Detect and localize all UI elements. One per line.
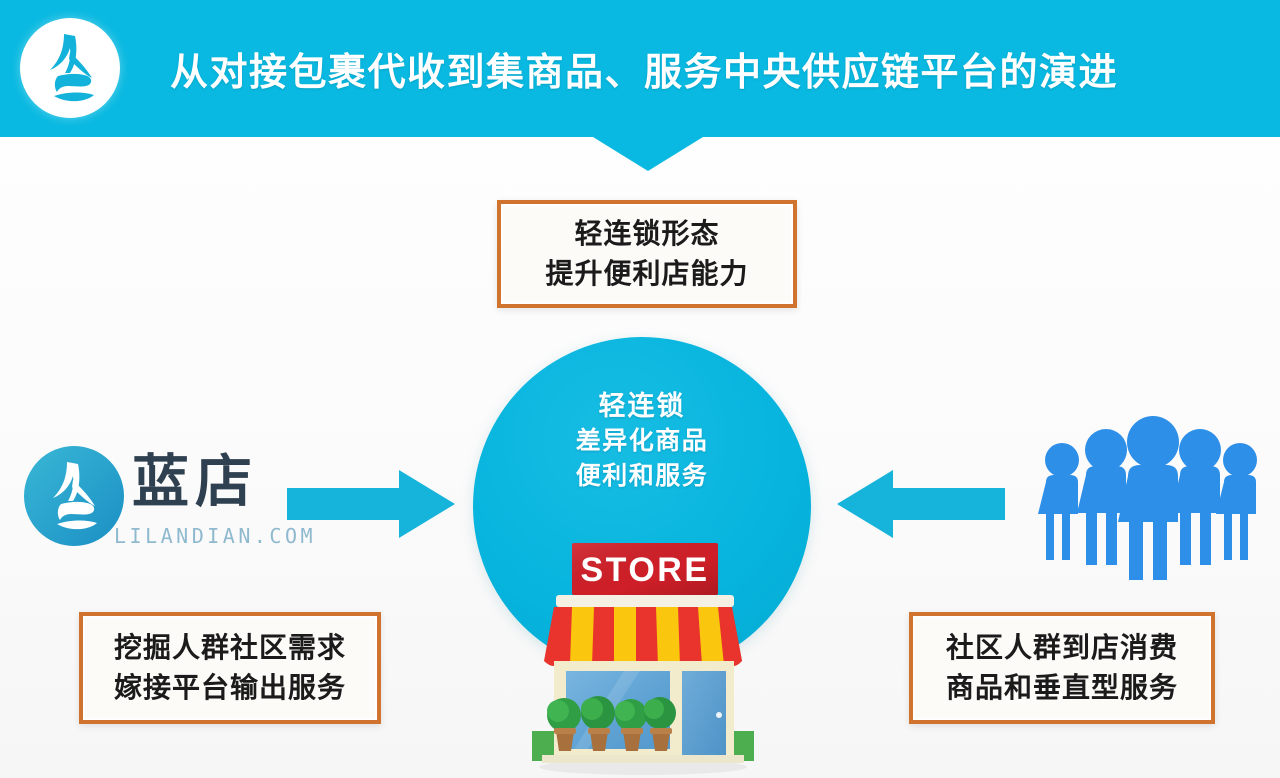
callout-bottom-right: 社区人群到店消费 商品和垂直型服务: [909, 612, 1215, 724]
person-icon: [1216, 443, 1257, 560]
potted-plant: [644, 697, 676, 751]
hub-line3: 便利和服务: [575, 461, 709, 490]
landian-leaf-logo-icon: [50, 34, 94, 102]
store-sign-text: STORE: [580, 551, 709, 589]
hub-text-block: 轻连锁 差异化商品 便利和服务: [473, 389, 811, 493]
potted-plant: [615, 699, 647, 751]
potted-plant: [547, 698, 581, 751]
callout-top: 轻连锁形态 提升便利店能力: [497, 200, 797, 308]
arrow-right-icon: [287, 470, 455, 538]
store-awning: [544, 607, 742, 670]
brand-name: 蓝店: [132, 450, 258, 514]
brand-url: LILANDIAN.COM: [114, 524, 317, 548]
people-group-icon: [1038, 416, 1257, 580]
person-icon: [1077, 429, 1127, 565]
convenience-store-icon: STORE: [532, 543, 754, 775]
callout-top-line1: 轻连锁形态: [574, 218, 720, 250]
person-icon: [1118, 416, 1179, 580]
hub-line2: 差异化商品: [575, 427, 709, 456]
banner-pointer-triangle: [593, 137, 703, 171]
callout-bottom-left: 挖掘人群社区需求 嫁接平台输出服务: [79, 612, 381, 724]
header-logo: [20, 18, 120, 118]
door-handle: [716, 712, 722, 718]
callout-top-line2: 提升便利店能力: [545, 258, 749, 289]
callout-bottom-right-line2: 商品和垂直型服务: [945, 672, 1178, 703]
page-title: 从对接包裹代收到集商品、服务中央供应链平台的演进: [170, 52, 1119, 94]
callout-bottom-right-line1: 社区人群到店消费: [945, 632, 1178, 664]
potted-plant: [581, 696, 615, 751]
brand-lockup: 蓝店 LILANDIAN.COM: [12, 438, 313, 558]
landian-leaf-logo-icon: [24, 446, 124, 546]
callout-bottom-left-line1: 挖掘人群社区需求: [113, 632, 346, 664]
center-hub-circle: 轻连锁 差异化商品 便利和服务: [473, 337, 811, 675]
arrow-left-icon: [837, 470, 1005, 538]
callout-bottom-left-line2: 嫁接平台输出服务: [113, 672, 346, 703]
hub-line1: 轻连锁: [598, 391, 686, 421]
header-banner: 从对接包裹代收到集商品、服务中央供应链平台的演进: [0, 0, 1280, 137]
person-icon: [1171, 429, 1221, 565]
person-icon: [1038, 443, 1079, 560]
potted-plants: [547, 696, 676, 751]
